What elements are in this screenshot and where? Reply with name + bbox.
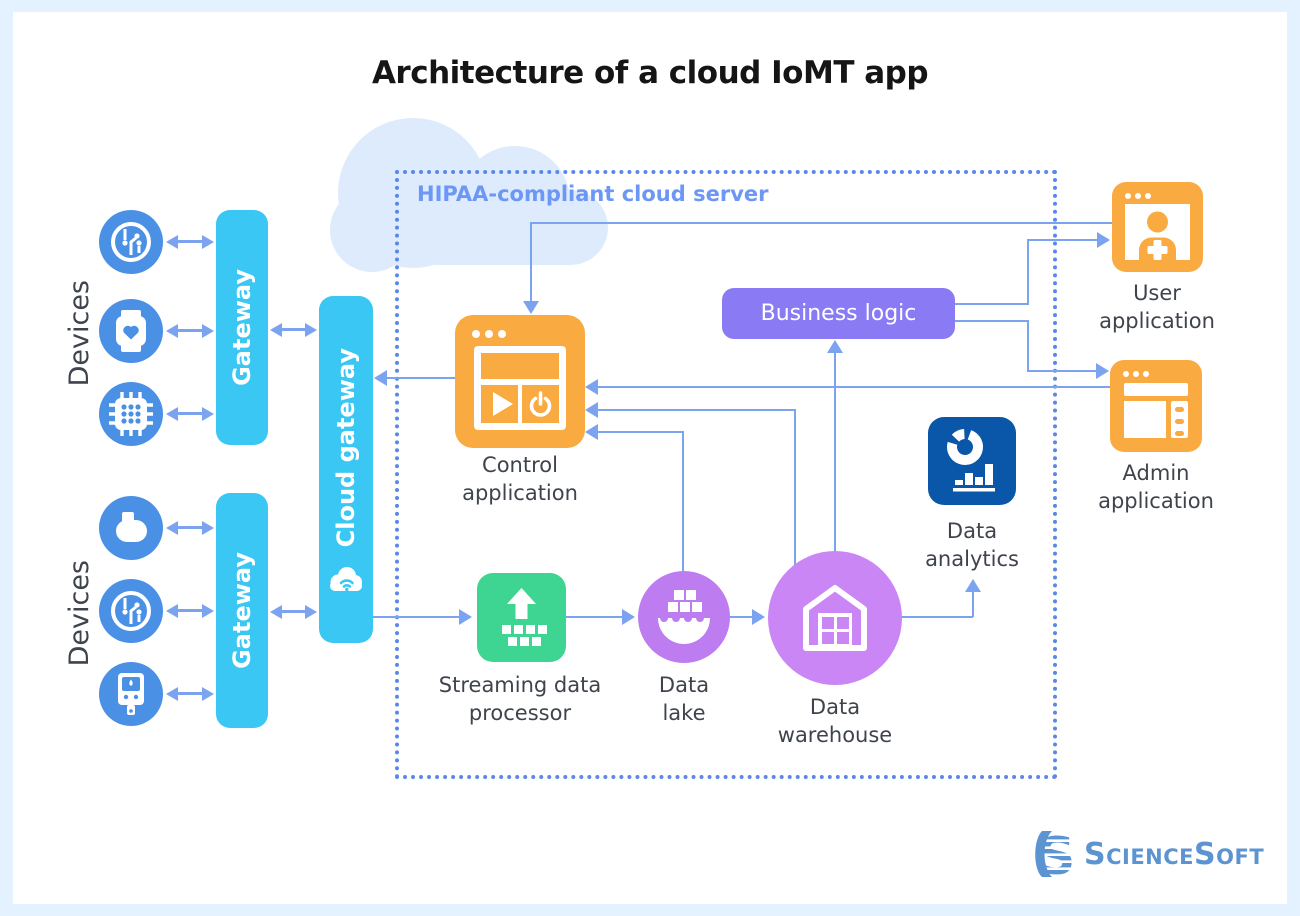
device-circuit-board: [99, 210, 163, 274]
edge-userapp-to-controlapp: [530, 222, 532, 303]
device-smartwatch: [99, 299, 163, 363]
data-warehouse-label: Data warehouse: [777, 695, 893, 747]
circuit-board-icon: [111, 591, 151, 631]
cloud-gateway-bar: Cloud gateway: [319, 296, 373, 643]
data-analytics-icon: [928, 417, 1016, 505]
edge-businesslogic-to-adminapp: [955, 320, 1029, 322]
edge-warehouse-to-businesslogic: [834, 352, 836, 552]
control-application-icon: [455, 315, 585, 448]
streaming-data-processor-node: [477, 573, 566, 666]
edge-businesslogic-to-userapp: [1027, 240, 1029, 305]
edge-adminapp-to-controlapp: [596, 386, 1110, 388]
gateway-1-label: Gateway: [228, 269, 256, 386]
devices-group-1-label: Devices: [64, 279, 95, 387]
gateway-2-label: Gateway: [228, 552, 256, 669]
user-application-icon: [1112, 182, 1203, 272]
admin-application-icon: [1110, 360, 1202, 452]
edge-warehouse-to-analytics: [972, 591, 974, 617]
gateway-bar-2: Gateway: [216, 493, 268, 728]
data-lake-node: [638, 571, 730, 663]
arrowhead-into-userapp: [1097, 232, 1110, 248]
device-circuit-board-2: [99, 579, 163, 643]
arrowhead-into-streaming: [459, 609, 472, 625]
device-chip: [99, 382, 163, 446]
streaming-data-processor-label: Streaming data processor: [438, 673, 602, 725]
edge-userapp-to-controlapp: [531, 222, 1112, 224]
edge-warehouse-to-controlapp: [596, 409, 796, 411]
edge-warehouse-to-controlapp: [794, 410, 796, 565]
edge-cloudgateway-to-streaming: [373, 616, 461, 618]
arrowhead-into-adminapp: [1096, 363, 1109, 379]
control-application-node: [455, 315, 585, 452]
arrowhead-into-businesslogic: [827, 340, 843, 353]
arrowhead-into-cloudgateway: [374, 370, 387, 386]
arrow-device5-gateway2: [166, 604, 214, 618]
edge-datalake-to-controlapp: [596, 431, 684, 433]
arrowhead-into-controlapp-3: [585, 424, 598, 440]
data-analytics-label: Data analytics: [925, 519, 1019, 571]
devices-group-2-label: Devices: [64, 559, 95, 667]
user-application-node: [1112, 182, 1203, 276]
arrowhead-into-datalake: [622, 609, 635, 625]
page-title: Architecture of a cloud IoMT app: [371, 55, 929, 91]
edge-warehouse-to-analytics: [901, 616, 973, 618]
glucose-meter-icon: [118, 673, 144, 715]
cloud-shape: [330, 118, 610, 272]
edge-businesslogic-to-userapp: [1027, 239, 1098, 241]
svg-text:S: S: [1038, 828, 1074, 880]
edge-businesslogic-to-adminapp: [1027, 370, 1097, 372]
device-sensor-pod: [99, 496, 163, 560]
sciencesoft-logo-text: ScienceSoft: [1084, 836, 1265, 872]
admin-application-node: [1110, 360, 1202, 456]
arrow-device1-gateway1: [166, 235, 214, 249]
edge-datalake-to-controlapp: [682, 432, 684, 573]
data-analytics-node: [928, 417, 1016, 509]
cloud-gateway-label: Cloud gateway: [332, 347, 360, 548]
edge-businesslogic-to-adminapp: [1027, 321, 1029, 372]
arrowhead-into-warehouse: [752, 609, 765, 625]
device-glucose-meter: [99, 662, 163, 726]
business-logic-node: Business logic: [722, 288, 955, 339]
data-warehouse-node: [768, 551, 902, 685]
data-warehouse-icon: [803, 585, 867, 651]
sciencesoft-logo-icon: S: [1035, 828, 1074, 880]
data-lake-label: Data lake: [658, 673, 710, 725]
gateway-bar-1: Gateway: [216, 210, 268, 445]
arrowhead-into-analytics: [965, 579, 981, 592]
arrowhead-into-controlapp-1: [585, 379, 598, 395]
user-application-label: User application: [1099, 281, 1215, 333]
arrow-device4-gateway2: [166, 521, 214, 535]
control-application-label: Control application: [462, 453, 578, 505]
admin-application-label: Admin application: [1098, 461, 1214, 513]
edge-datalake-to-warehouse: [730, 616, 754, 618]
arrowhead-into-controlapp-2: [585, 402, 598, 418]
arrow-device2-gateway1: [166, 324, 214, 338]
hipaa-cloud-server-boundary: [395, 170, 1057, 779]
edge-streaming-to-datalake: [566, 616, 624, 618]
smartwatch-heart-icon: [116, 310, 146, 352]
arrow-device3-gateway1: [166, 407, 214, 421]
arrow-gateway1-cloudgateway: [270, 323, 317, 337]
arrow-gateway2-cloudgateway: [270, 605, 317, 619]
arrowhead-into-controlapp-top: [523, 301, 539, 314]
circuit-board-icon: [111, 222, 151, 262]
business-logic-label: Business logic: [760, 301, 917, 326]
hipaa-cloud-server-label: HIPAA-compliant cloud server: [417, 182, 769, 206]
arrow-device6-gateway2: [166, 687, 214, 701]
cloud-wifi-icon: [330, 567, 362, 592]
sensor-pod-icon: [116, 512, 147, 542]
chip-icon: [109, 392, 153, 436]
diagram-sheet: [13, 12, 1287, 904]
edge-businesslogic-to-userapp: [955, 303, 1029, 305]
streaming-data-processor-icon: [477, 573, 566, 662]
data-lake-icon: [658, 590, 710, 644]
sciencesoft-logo: S ScienceSoft: [1032, 828, 1264, 880]
edge-controlapp-to-cloudgateway: [385, 377, 455, 379]
